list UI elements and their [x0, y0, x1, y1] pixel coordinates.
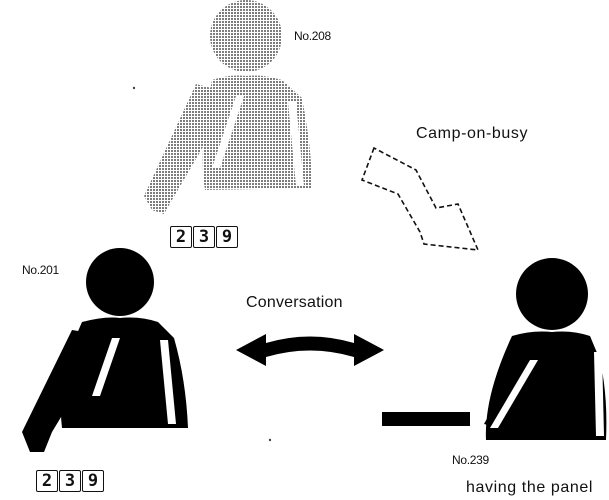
left-person-figure — [22, 248, 188, 452]
dial-key: 9 — [82, 470, 104, 492]
dial-keys-top: 2 3 9 — [170, 226, 238, 248]
panel-bar — [382, 412, 470, 426]
conversation-label: Conversation — [246, 294, 343, 311]
dial-keys-bottom: 2 3 9 — [36, 470, 104, 492]
camp-on-busy-label: Camp-on-busy — [416, 125, 529, 142]
conversation-arrow — [236, 334, 384, 366]
dial-key: 3 — [193, 226, 215, 248]
top-person-number: No.208 — [294, 29, 331, 43]
dial-key: 3 — [59, 470, 81, 492]
camp-on-arrow — [360, 146, 480, 251]
dial-key: 2 — [170, 226, 192, 248]
left-person-number: No.201 — [22, 263, 59, 277]
right-person-number: No.239 — [452, 453, 489, 467]
panel-note: having the panel — [466, 479, 594, 496]
top-person-figure — [144, 0, 312, 214]
right-person-figure — [382, 258, 607, 440]
dial-key: 2 — [36, 470, 58, 492]
dial-key: 9 — [216, 226, 238, 248]
